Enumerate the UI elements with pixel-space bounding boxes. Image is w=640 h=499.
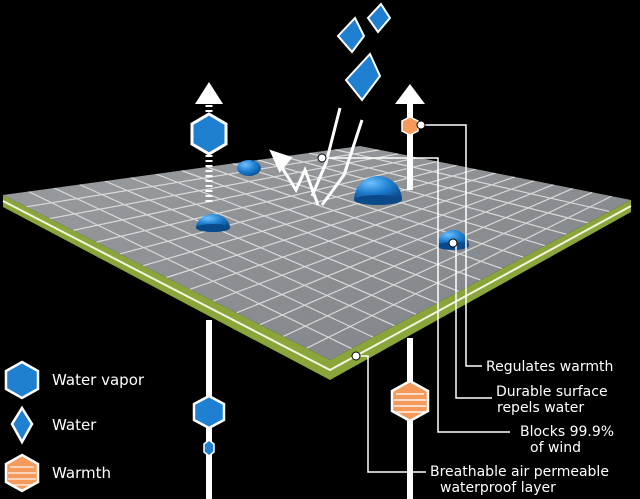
grid-line [283, 155, 567, 235]
hexagon-warm-icon [401, 116, 419, 136]
grid-line [206, 166, 503, 270]
grid-line [334, 148, 610, 213]
layer-edge-stripe [2, 200, 632, 372]
label-regulates-warmth: Regulates warmth [486, 359, 613, 375]
legend: Water vapor Water Warmth [4, 360, 145, 493]
legend-warmth-label: Warmth [52, 464, 111, 482]
fabric-layer [2, 146, 632, 380]
surface-grid [26, 148, 612, 350]
legend-water: Water [10, 405, 97, 445]
label-blocks-line2: of wind [530, 440, 581, 456]
hexagon-warm-icon [390, 379, 430, 423]
wind-arrows [269, 107, 364, 206]
legend-warmth: Warmth [4, 453, 111, 493]
layer-surface [3, 146, 631, 360]
hexagon-icon [4, 360, 40, 400]
hexagon-icon [192, 394, 226, 430]
droplet-diamond-icon [344, 52, 382, 102]
droplet-diamond-icon [10, 405, 34, 445]
water-beads [196, 160, 469, 250]
lower-vapor-icons [192, 394, 226, 457]
callout-labels: Regulates warmth Durable surface repels … [430, 359, 614, 496]
grid-line [306, 195, 612, 349]
grid-line [259, 187, 574, 326]
grid-line [166, 172, 496, 279]
callout-dots [317, 120, 458, 361]
lower-warmth-icon [390, 379, 430, 423]
label-breathable-line2: waterproof layer [440, 480, 556, 496]
label-blocks-line1: Blocks 99.9% [520, 424, 614, 440]
droplet-diamond-icon [336, 16, 366, 54]
grid-line [236, 184, 554, 314]
droplet-diamond-icon [366, 2, 392, 34]
legend-water-vapor-label: Water vapor [52, 371, 145, 389]
leader-breathable [356, 355, 426, 473]
grid-line [308, 152, 589, 224]
hexagon-icon [190, 112, 228, 156]
label-durable-line2: repels water [497, 400, 584, 416]
leader-blocks-wind [322, 157, 510, 433]
hexagon-icon [203, 439, 215, 457]
warmth-arrow-up [395, 84, 425, 190]
grid-line [189, 176, 516, 290]
falling-water [336, 2, 392, 102]
label-breathable-line1: Breathable air permeable [430, 464, 609, 480]
vapor-arrow-up [190, 82, 228, 205]
legend-water-label: Water [52, 416, 97, 434]
grid-line [213, 180, 535, 302]
leader-regulates-warmth [421, 124, 482, 367]
label-durable-line1: Durable surface [496, 384, 608, 400]
grid-line [232, 162, 524, 258]
legend-water-vapor: Water vapor [4, 360, 145, 400]
